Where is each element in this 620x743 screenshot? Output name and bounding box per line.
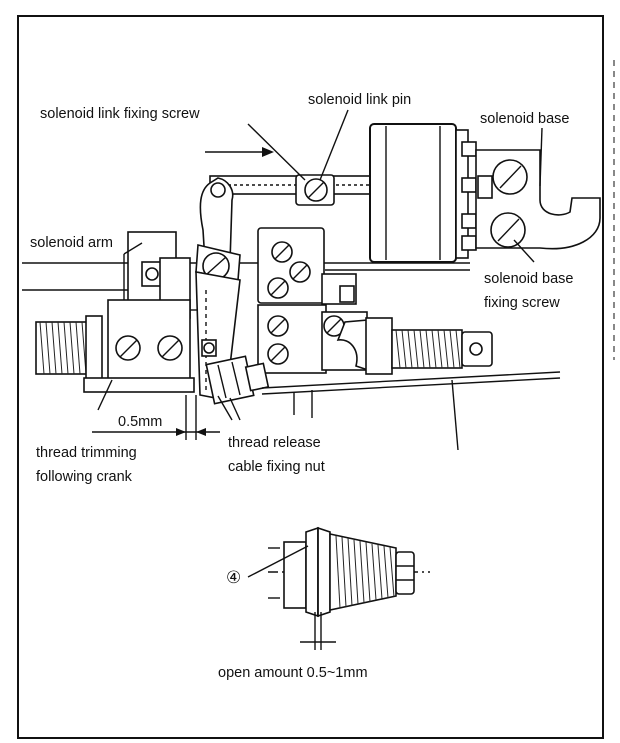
leader-lines (97, 109, 543, 421)
label-part-number: ④ (226, 568, 241, 587)
solenoid-link-pin (295, 174, 335, 206)
label-solenoid-base-fixing-screw-2: fixing screw (484, 295, 560, 311)
label-gap-dimension: 0.5mm (118, 414, 162, 430)
diagram-frame (17, 15, 604, 739)
center-block (257, 227, 357, 305)
label-open-amount: open amount 0.5~1mm (218, 665, 368, 681)
thread-release-cable (261, 371, 561, 395)
gap-dimension (92, 395, 220, 440)
right-spring (391, 329, 493, 369)
motion-arrow (205, 147, 274, 157)
tension-detail (247, 526, 430, 650)
label-thread-trimming-crank-1: thread trimming (36, 445, 137, 461)
label-solenoid-link-pin: solenoid link pin (308, 92, 411, 108)
label-solenoid-base: solenoid base (480, 111, 570, 127)
solenoid-link-rod (209, 175, 372, 195)
label-thread-trimming-crank-2: following crank (36, 469, 133, 485)
crank-block (83, 231, 198, 393)
label-solenoid-base-fixing-screw-1: solenoid base (484, 271, 574, 287)
thread-release-nut (205, 355, 270, 405)
label-thread-release-nut-2: cable fixing nut (228, 459, 325, 475)
solenoid-body (369, 123, 477, 263)
label-thread-release-nut-1: thread release (228, 435, 321, 451)
solenoid-base (475, 149, 601, 250)
lower-block (257, 304, 393, 375)
label-solenoid-arm: solenoid arm (30, 235, 113, 251)
label-solenoid-link-fixing-screw: solenoid link fixing screw (40, 106, 200, 122)
left-spring (35, 315, 103, 381)
upper-mechanism (22, 123, 601, 451)
